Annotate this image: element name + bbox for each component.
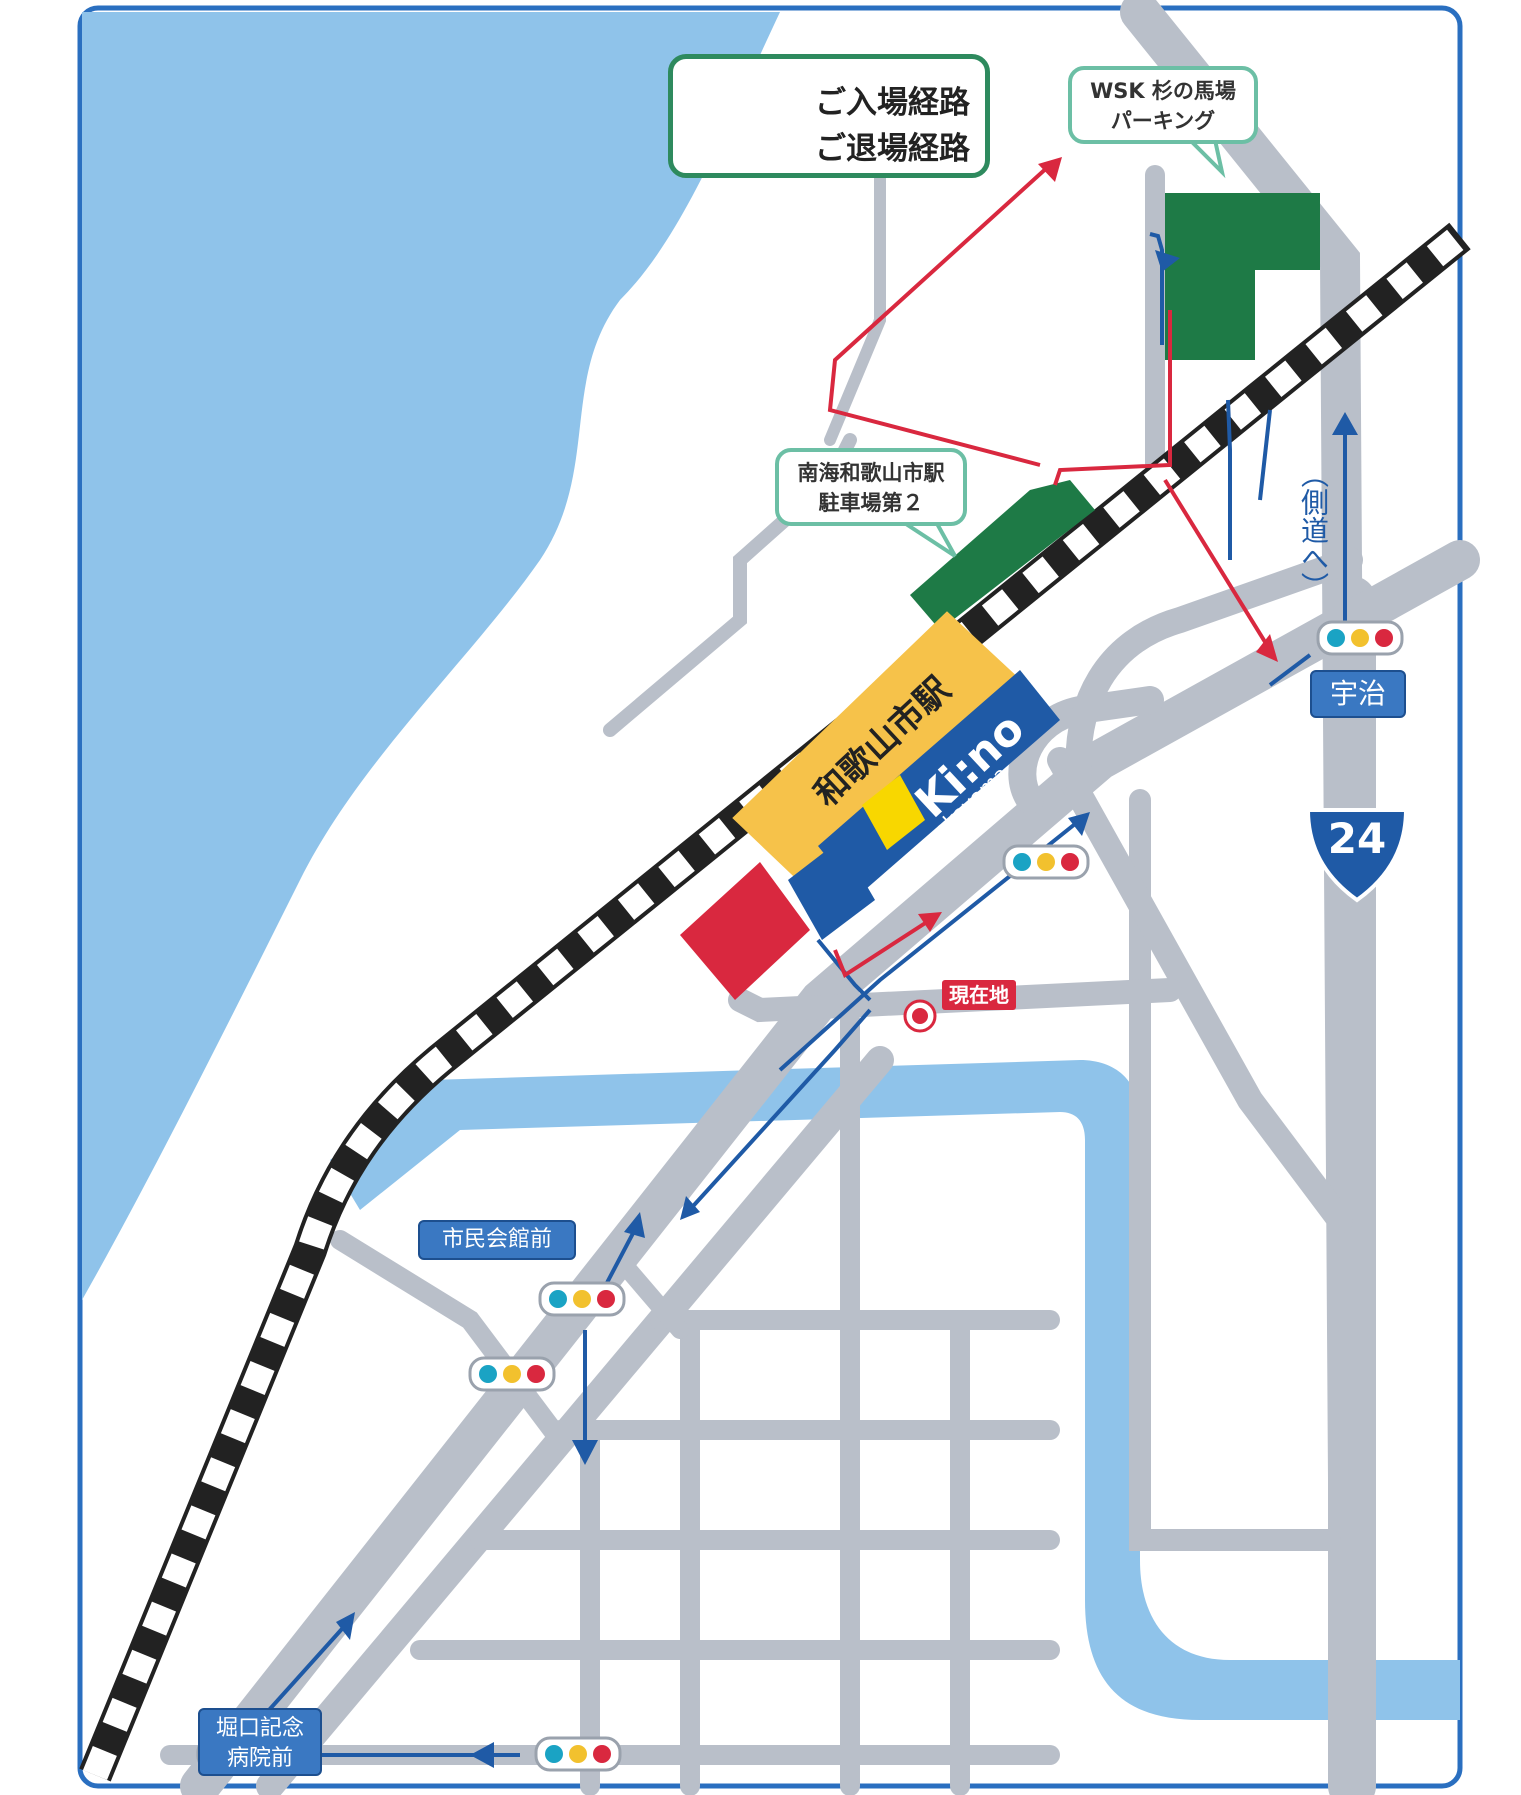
traffic-light-middle — [468, 1356, 556, 1392]
route-24-number: 24 — [1327, 814, 1387, 863]
kiino-building — [818, 670, 1060, 896]
kiino-logo-mark — [862, 775, 925, 850]
wsk-callout-line1: WSK 杉の馬場 — [1090, 79, 1236, 103]
uji-label: 宇治 — [1310, 670, 1406, 718]
railway — [79, 222, 1471, 1782]
river-area — [82, 12, 780, 1300]
current-location-label: 現在地 — [942, 980, 1016, 1010]
shimin-kaikan-label: 市民会館前 — [418, 1220, 576, 1260]
route-24-shield — [1305, 808, 1409, 903]
canal — [330, 1060, 1460, 1720]
nankai-callout-line1: 南海和歌山市駅 — [797, 461, 945, 485]
side-road-label: （側道へ） — [1297, 460, 1330, 600]
entry-arrowheads — [336, 250, 1358, 1768]
road-network — [160, 0, 1480, 1795]
nankai-parking-lot — [910, 480, 1095, 630]
exit-arrowheads — [918, 157, 1278, 932]
legend-entry-label: ご入場経路 — [815, 84, 970, 121]
traffic-light-station — [1002, 844, 1090, 880]
horiguchi-line2: 病院前 — [226, 1746, 293, 1771]
traffic-light-bottom — [534, 1736, 622, 1772]
legend-exit-label: ご退場経路 — [815, 130, 970, 167]
nankai-callout-line2: 駐車場第２ — [818, 491, 924, 515]
wsk-parking-lot — [1165, 193, 1320, 360]
kiino-annex — [788, 840, 875, 940]
red-building — [680, 862, 810, 1000]
horiguchi-label: 堀口記念 病院前 — [198, 1708, 322, 1776]
exit-route — [827, 163, 1272, 978]
traffic-light-shimin — [538, 1281, 626, 1317]
legend: ご入場経路 ご退場経路 — [668, 54, 990, 178]
current-location-marker — [903, 999, 937, 1033]
wsk-callout-line2: パーキング — [1110, 109, 1216, 133]
horiguchi-line1: 堀口記念 — [215, 1716, 304, 1741]
nankai-parking-callout: 南海和歌山市駅 駐車場第２ — [775, 448, 967, 526]
wsk-parking-callout: WSK 杉の馬場 パーキング — [1068, 66, 1258, 144]
traffic-light-uji — [1316, 620, 1404, 656]
